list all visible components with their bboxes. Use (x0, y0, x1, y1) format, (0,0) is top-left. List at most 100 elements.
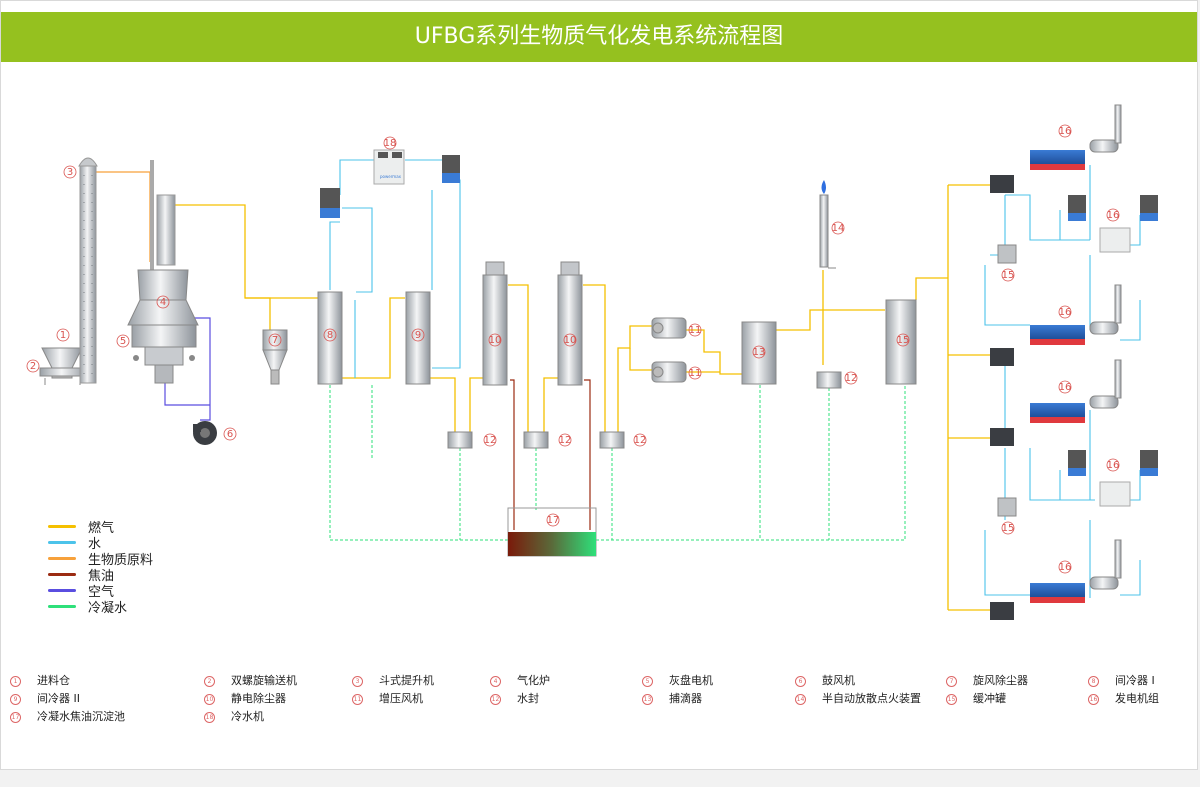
key-label: 进料仓 (37, 674, 70, 687)
bucket-elevator (78, 157, 98, 384)
key-label: 气化炉 (517, 674, 550, 687)
key-number: 15 (946, 693, 957, 705)
key-label: 双螺旋输送机 (231, 674, 297, 687)
tag-12d: 12 (845, 373, 858, 384)
key-label: 灰盘电机 (669, 674, 713, 687)
buffer-tank (885, 299, 917, 385)
condensate-pipes (329, 385, 906, 541)
key-label: 增压风机 (379, 692, 423, 705)
tag-14: 14 (832, 223, 845, 234)
legend-item: 燃气 (48, 518, 153, 536)
tag-12b: 12 (559, 435, 572, 446)
tag-12c: 12 (634, 435, 647, 446)
page-title: UFBG系列生物质气化发电系统流程图 (1, 12, 1197, 62)
tag-13: 13 (753, 347, 766, 358)
tag-15: 15 (897, 335, 910, 346)
legend-swatch (48, 556, 76, 560)
electrostatic-precipitator-1 (482, 261, 508, 386)
flare-stack (819, 180, 836, 269)
key-number: 5 (642, 675, 653, 687)
tag-12a: 12 (484, 435, 497, 446)
cyclone-separator (262, 329, 288, 385)
blower (193, 421, 217, 445)
key-number: 9 (10, 693, 21, 705)
water-pipes (329, 159, 1141, 598)
demister (741, 321, 777, 385)
key-number: 17 (10, 711, 21, 723)
tag-8: 8 (327, 330, 333, 341)
key-number: 12 (490, 693, 501, 705)
key-label: 冷凝水焦油沉淀池 (37, 710, 125, 723)
key-label: 间冷器 I (1115, 674, 1155, 687)
key-number: 6 (795, 675, 806, 687)
generator-sets (990, 104, 1158, 620)
key-label: 斗式提升机 (379, 674, 434, 687)
key-item: 8 间冷器 I (1088, 672, 1155, 688)
key-number: 2 (204, 675, 215, 687)
equipment-tag-labels: 1 2 3 4 5 6 7 8 9 10 10 11 11 12 12 12 1… (30, 126, 1120, 573)
tag-16d: 16 (1059, 562, 1072, 573)
sediment-tank (507, 507, 597, 557)
cooling-units (320, 155, 460, 218)
tag-16c: 16 (1059, 382, 1072, 393)
key-item: 2 双螺旋输送机 (204, 672, 297, 688)
key-number: 16 (1088, 693, 1099, 705)
key-label: 半自动放散点火装置 (822, 692, 921, 705)
feed-bin (41, 347, 83, 385)
key-label: 发电机组 (1115, 692, 1159, 705)
intercooler-1 (317, 291, 343, 385)
legend-item: 焦油 (48, 566, 153, 584)
legend-label: 冷凝水 (88, 600, 128, 616)
tag-16a: 16 (1059, 126, 1072, 137)
tag-16e: 16 (1107, 210, 1120, 221)
key-label: 旋风除尘器 (973, 674, 1028, 687)
tag-11b: 11 (689, 368, 702, 379)
tag-10b: 10 (564, 335, 577, 346)
key-item: 3 斗式提升机 (352, 672, 434, 688)
key-number: 3 (352, 675, 363, 687)
legend-item: 水 (48, 534, 153, 552)
brand-label: powermax (380, 174, 402, 179)
key-label: 水封 (517, 692, 539, 705)
legend-swatch (48, 524, 76, 528)
booster-fan-1 (651, 317, 687, 339)
key-label: 静电除尘器 (231, 692, 286, 705)
water-seals (447, 371, 842, 449)
legend-swatch (48, 572, 76, 576)
tag-16b: 16 (1059, 307, 1072, 318)
key-number: 8 (1088, 675, 1099, 687)
booster-fan-2 (651, 361, 687, 383)
legend-swatch (48, 540, 76, 544)
key-label: 冷水机 (231, 710, 264, 723)
key-label: 鼓风机 (822, 674, 855, 687)
key-item: 6 鼓风机 (795, 672, 855, 688)
key-item: 5 灰盘电机 (642, 672, 713, 688)
key-number: 14 (795, 693, 806, 705)
legend-item: 生物质原料 (48, 550, 153, 568)
legend-label: 空气 (88, 584, 115, 600)
legend-item: 冷凝水 (48, 598, 153, 616)
key-item: 12 水封 (490, 690, 539, 706)
key-number: 1 (10, 675, 21, 687)
legend-swatch (48, 588, 76, 592)
tag-11a: 11 (689, 325, 702, 336)
tag-1: 1 (60, 330, 66, 341)
legend-swatch (48, 604, 76, 608)
electrostatic-precipitator-2 (557, 261, 583, 386)
key-item: 14 半自动放散点火装置 (795, 690, 921, 706)
legend-label: 水 (88, 536, 102, 552)
tag-15c: 15 (1002, 523, 1015, 534)
tag-15b: 15 (1002, 270, 1015, 281)
key-item: 17 冷凝水焦油沉淀池 (10, 708, 125, 724)
intercooler-2 (405, 291, 431, 385)
tag-2: 2 (30, 361, 36, 372)
